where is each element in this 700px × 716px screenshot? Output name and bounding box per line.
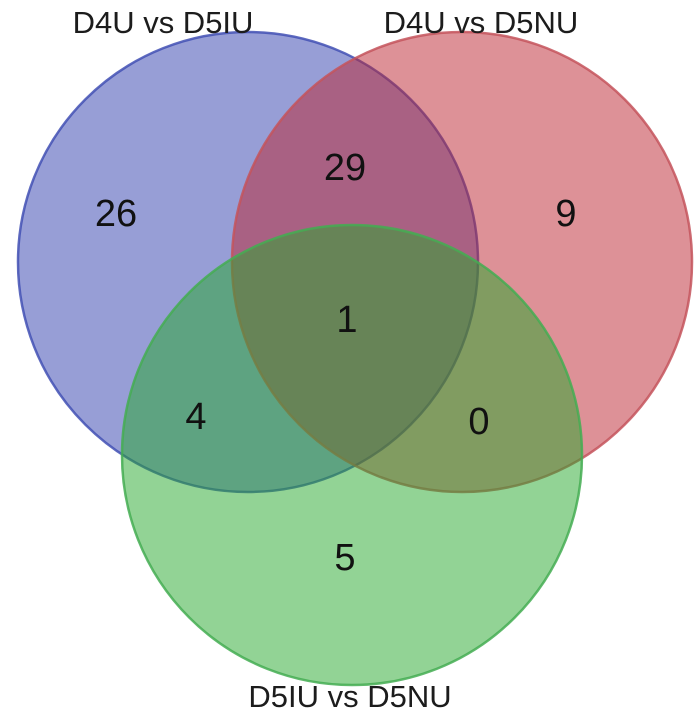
count-c-only: 5: [334, 537, 355, 579]
set-label-d4u-vs-d5nu: D4U vs D5NU: [384, 5, 579, 40]
count-a-only: 26: [95, 193, 137, 235]
set-label-d5iu-vs-d5nu: D5IU vs D5NU: [248, 679, 451, 714]
count-a-b-c-center: 1: [336, 299, 357, 341]
count-b-only: 9: [555, 193, 576, 235]
count-a-and-b: 29: [324, 147, 366, 189]
count-b-and-c: 0: [468, 401, 489, 443]
count-a-and-c: 4: [185, 396, 206, 438]
venn-circle-d5iu-vs-d5nu: [120, 223, 584, 687]
set-label-d4u-vs-d5iu: D4U vs D5IU: [73, 5, 254, 40]
